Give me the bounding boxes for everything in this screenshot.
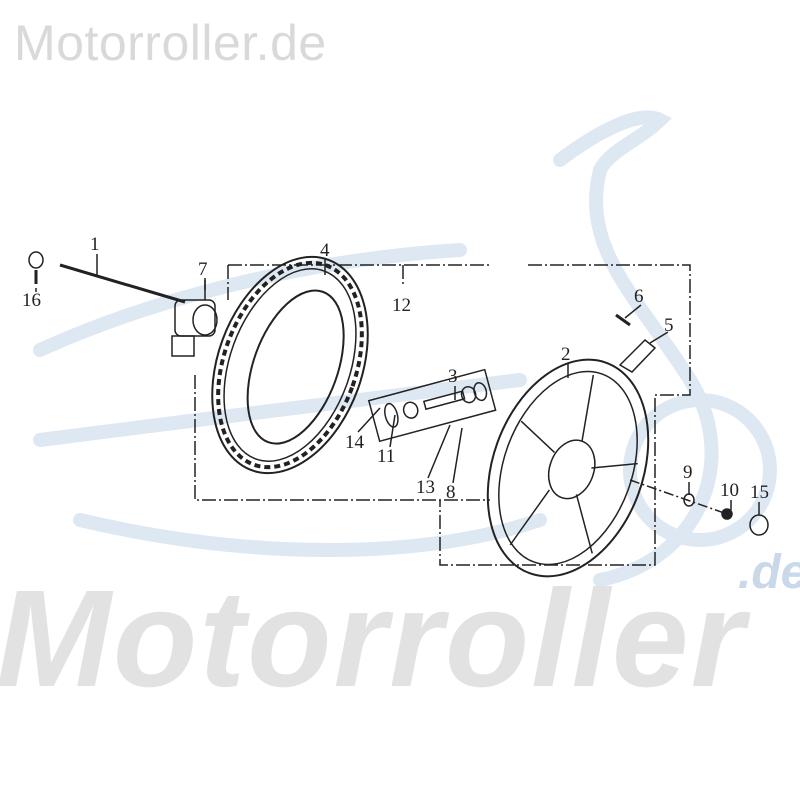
- callout-9: 9: [683, 462, 693, 483]
- axle: [59, 263, 186, 304]
- bushing-15: [749, 514, 769, 536]
- callout-5: 5: [664, 315, 674, 336]
- bushing-16: [28, 251, 44, 269]
- callout-10: 10: [720, 480, 739, 501]
- watermark-bottom: Motorroller: [0, 562, 747, 716]
- callout-12: 12: [392, 295, 411, 316]
- tire: [211, 255, 369, 475]
- bracket-2: [439, 264, 691, 566]
- callout-14: 14: [345, 432, 365, 453]
- wheel-rim: [486, 358, 650, 578]
- callout-4: 4: [320, 240, 330, 261]
- callout-8: 8: [446, 482, 456, 503]
- callout-13: 13: [416, 477, 435, 498]
- callout-3: 3: [448, 366, 458, 387]
- axle-spacer-group: [367, 368, 497, 443]
- nut-10: [721, 508, 733, 520]
- speedometer-drive: [171, 280, 218, 357]
- watermark-top: Motorroller.de: [14, 15, 327, 71]
- bracket-12: [194, 264, 490, 501]
- callout-11: 11: [377, 446, 395, 467]
- callout-16: 16: [22, 290, 41, 311]
- callout-6: 6: [634, 286, 644, 307]
- valve: [618, 338, 657, 373]
- watermark-suffix: .de: [738, 546, 800, 599]
- callout-2: 2: [561, 344, 571, 365]
- callout-1: 1: [90, 234, 100, 255]
- callout-15: 15: [750, 482, 769, 503]
- callout-7: 7: [198, 259, 208, 280]
